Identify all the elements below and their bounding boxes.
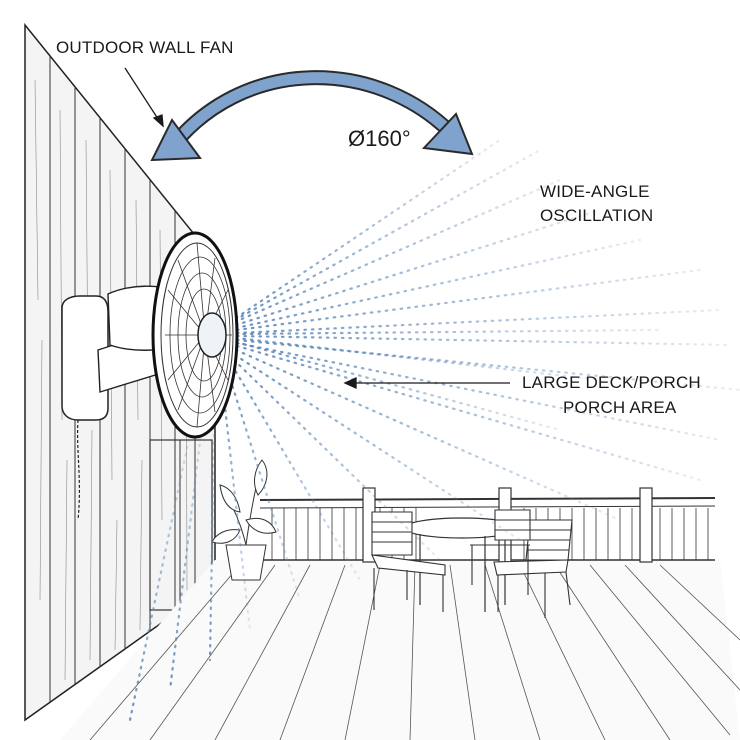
oscillation-angle-label: Ø160° bbox=[348, 126, 411, 151]
wall-fan-icon bbox=[61, 231, 239, 521]
deck-railing bbox=[259, 487, 716, 563]
fan-label: OUTDOOR WALL FAN bbox=[56, 38, 234, 57]
deck-label-line2: PORCH AREA bbox=[563, 398, 677, 417]
chair-icon bbox=[493, 519, 573, 618]
potted-plant-icon bbox=[211, 459, 277, 581]
airflow-spray bbox=[128, 138, 740, 722]
deck-label-line1: LARGE DECK/PORCH bbox=[522, 373, 701, 392]
patio-table-icon bbox=[403, 517, 521, 612]
oscillation-label-line2: OSCILLATION bbox=[540, 206, 654, 225]
chair-icon bbox=[470, 509, 531, 595]
oscillation-arrow-icon bbox=[150, 70, 474, 162]
oscillation-label-line1: WIDE-ANGLE bbox=[540, 182, 650, 201]
leader-arrow-icon bbox=[343, 376, 510, 390]
leader-arrow-icon bbox=[124, 67, 164, 128]
